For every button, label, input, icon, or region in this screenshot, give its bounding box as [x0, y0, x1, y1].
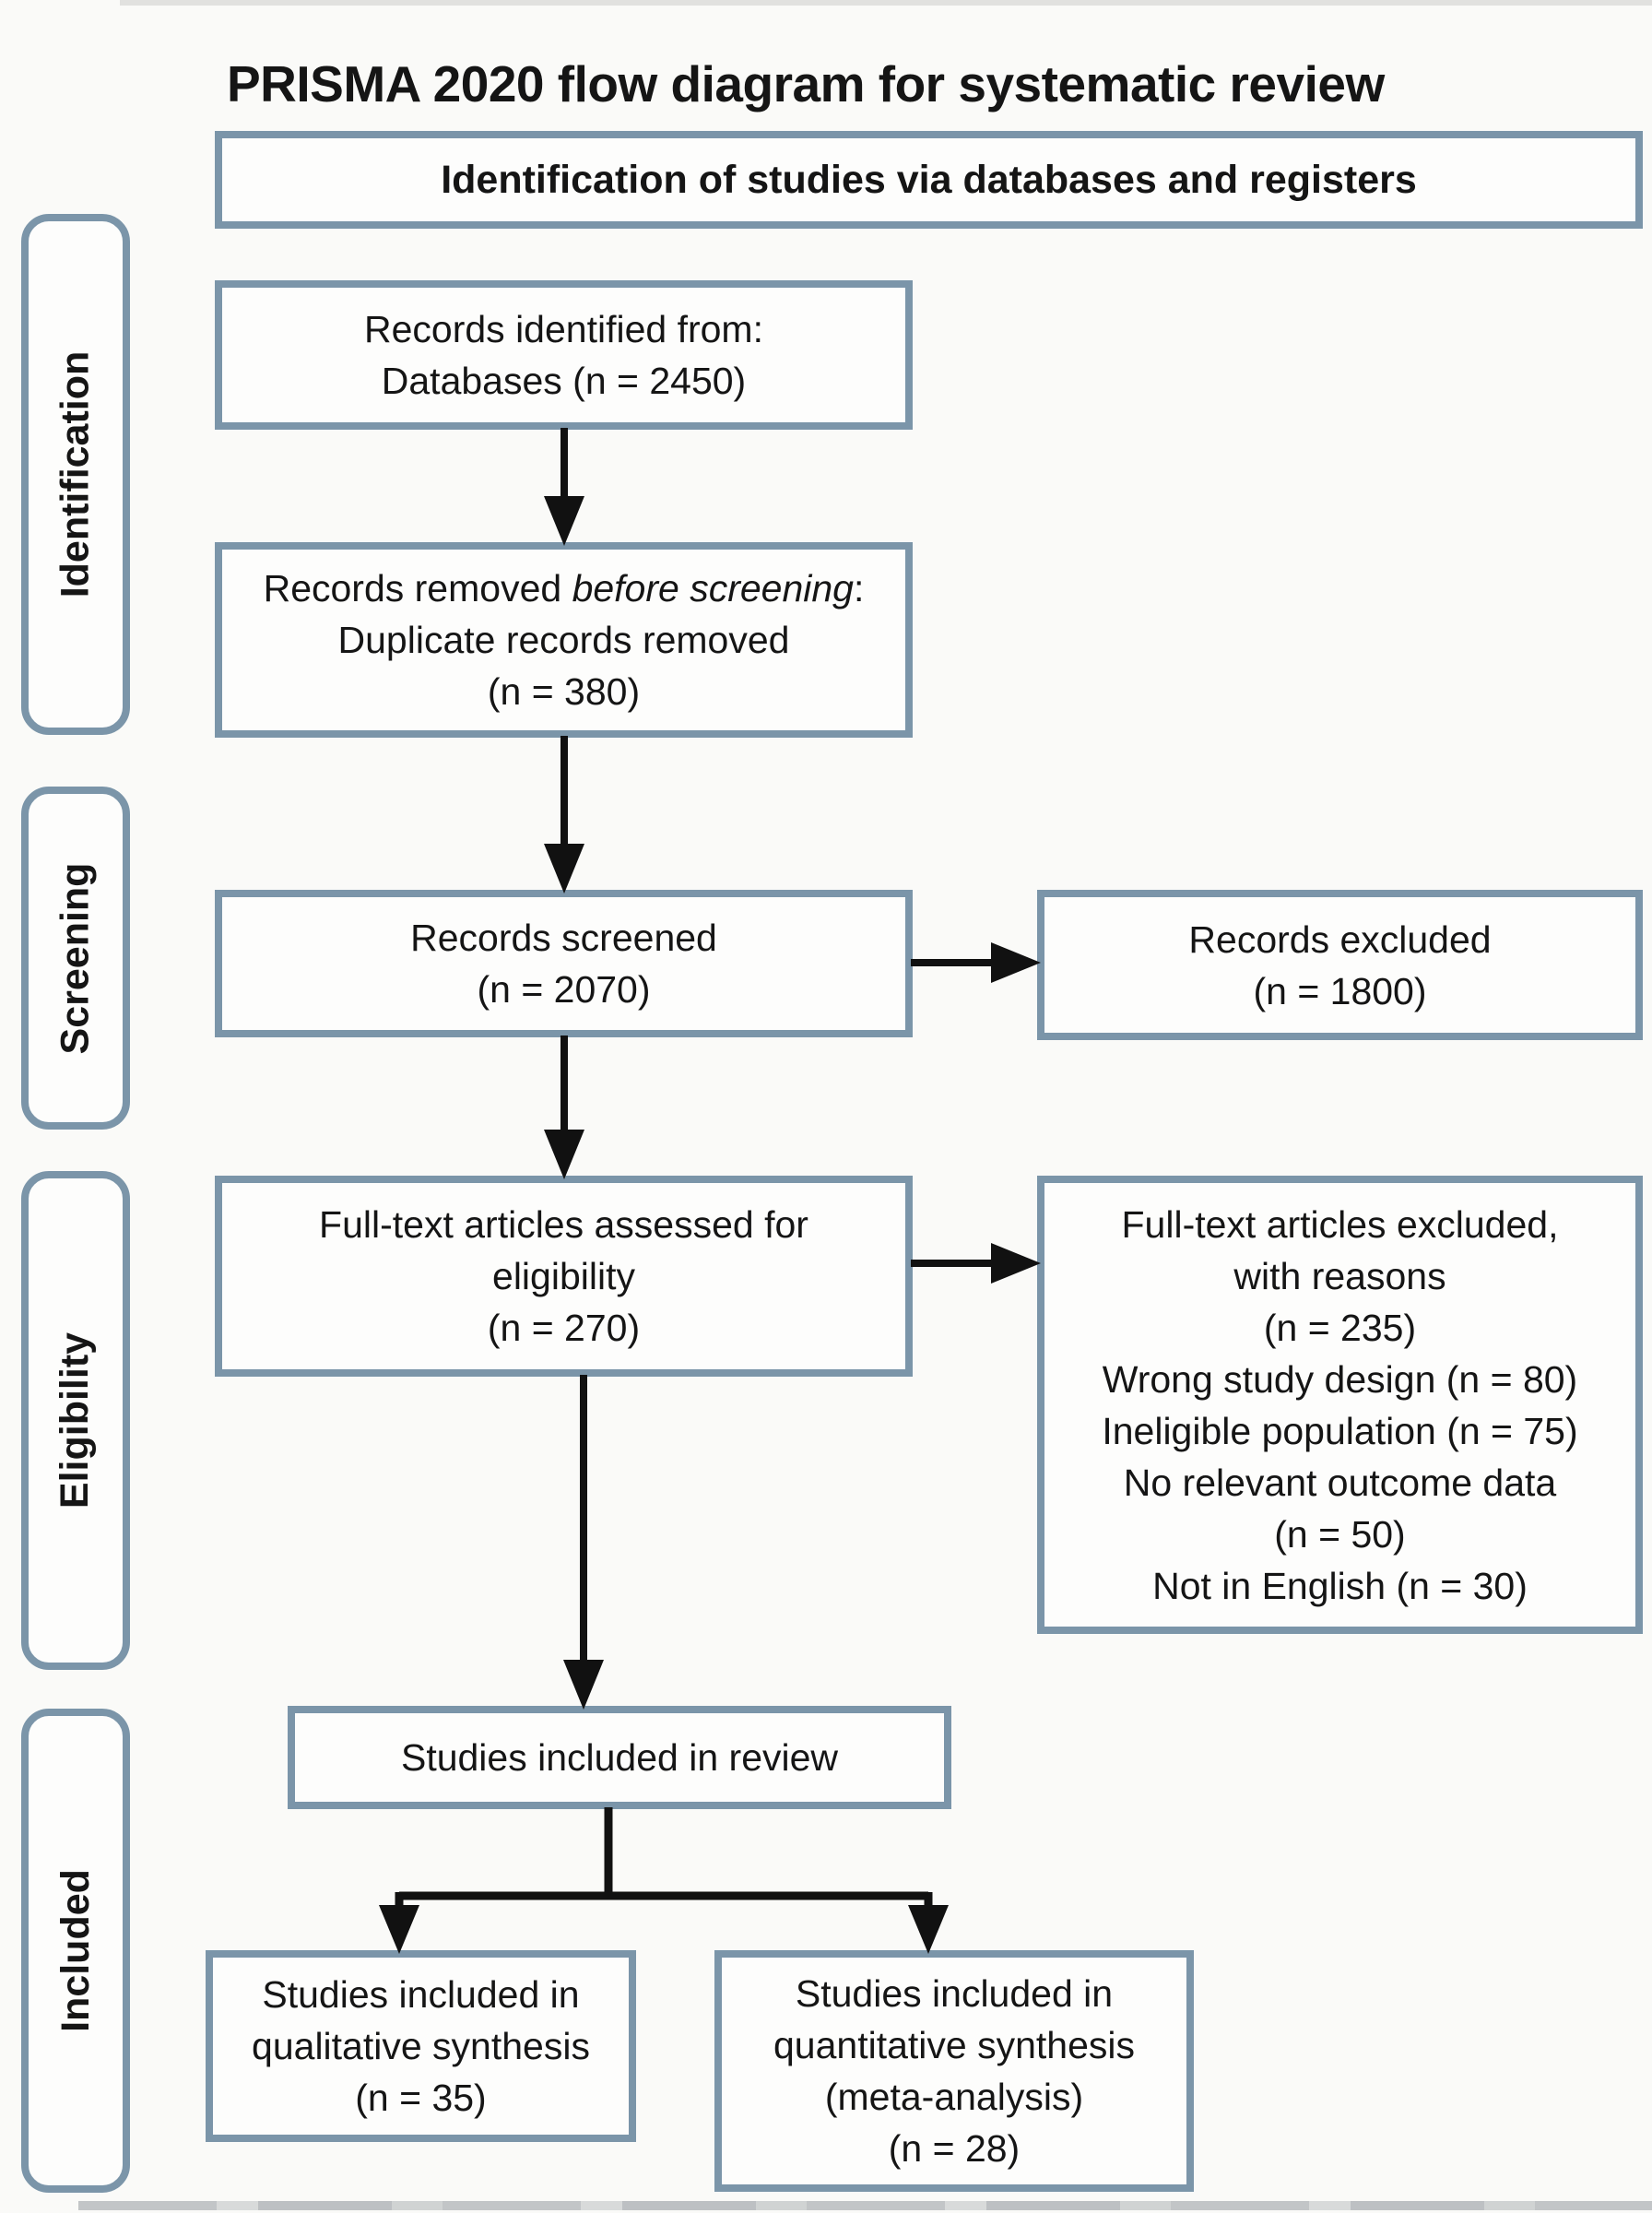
arrow-fulltext-to-included [563, 1375, 604, 1710]
scan-artifact-bottom [78, 2201, 1652, 2210]
page-title: PRISMA 2020 flow diagram for systematic … [227, 54, 1385, 112]
box-records-identified: Records identified from:Databases (n = 2… [215, 280, 913, 430]
box-records-screened-text: Records screened(n = 2070) [410, 917, 717, 1011]
banner-identification-of-studies: Identification of studies via databases … [215, 131, 1643, 229]
box-records-removed-intro: Records removed before screening: [263, 567, 865, 609]
stage-screening: Screening [21, 787, 130, 1130]
arrow-head-icon [991, 1243, 1041, 1284]
box-studies-included-review-text: Studies included in review [400, 1736, 839, 1779]
box-fulltext-excluded: Full-text articles excluded,with reasons… [1037, 1176, 1643, 1634]
arrow-head-icon [563, 1660, 604, 1710]
branch-to-synthesis-boxes [379, 1807, 949, 1954]
arrow-head-icon [544, 844, 584, 893]
stage-eligibility: Eligibility [21, 1171, 130, 1670]
arrow-screened-to-excluded [911, 942, 1041, 983]
box-records-excluded: Records excluded(n = 1800) [1037, 890, 1643, 1040]
arrow-head-icon [544, 496, 584, 546]
arrow-removed-to-screened [544, 736, 584, 893]
arrow-head-icon [991, 942, 1041, 983]
arrow-head-qualitative-icon [379, 1905, 419, 1954]
banner-label: Identification of studies via databases … [441, 158, 1417, 202]
box-studies-included-review: Studies included in review [288, 1706, 951, 1809]
box-records-screened: Records screened(n = 2070) [215, 890, 913, 1037]
arrow-head-icon [544, 1130, 584, 1179]
arrow-identified-to-removed [544, 428, 584, 546]
box-records-removed: Records removed before screening: Duplic… [215, 542, 913, 738]
scan-artifact-top [120, 0, 1652, 6]
box-records-removed-text: Duplicate records removed(n = 380) [337, 619, 790, 713]
box-records-excluded-text: Records excluded(n = 1800) [1188, 917, 1492, 1012]
arrow-head-quantitative-icon [908, 1905, 949, 1954]
box-fulltext-excluded-text: Full-text articles excluded,with reasons… [1102, 1202, 1578, 1607]
stage-included: Included [21, 1709, 130, 2193]
arrow-fulltext-to-excluded [911, 1243, 1041, 1284]
box-records-identified-text: Records identified from:Databases (n = 2… [364, 308, 763, 402]
stage-identification: Identification [21, 214, 130, 735]
arrow-screened-to-fulltext [544, 1035, 584, 1179]
